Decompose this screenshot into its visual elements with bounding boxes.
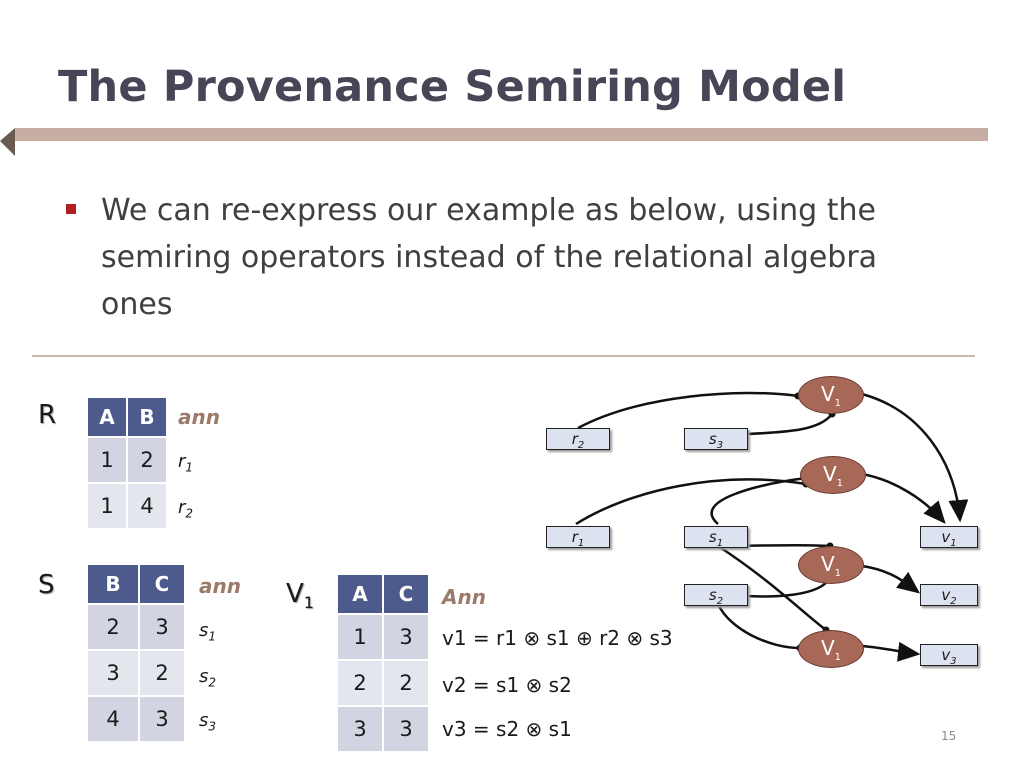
table-row: 1 2	[86, 436, 168, 484]
table-header: C	[382, 573, 430, 615]
slide-title: The Provenance Semiring Model	[58, 62, 847, 112]
edge-r1-to-node2	[575, 478, 807, 526]
graph-node-v1: V1	[798, 376, 864, 414]
relation-r-ann-value: r2	[178, 497, 194, 521]
graph-box-s3: s3	[684, 428, 748, 451]
table-cell: 1	[86, 482, 128, 530]
relation-s-ann-header: ann	[199, 574, 241, 598]
table-header: A	[86, 396, 128, 438]
relation-r-table: A B 1 2 1 4	[86, 396, 168, 530]
table-cell: 2	[382, 659, 430, 707]
table-cell: 4	[126, 482, 168, 530]
graph-box-s1: s1	[684, 526, 748, 549]
provenance-expression: v2 = s1 ⊗ s2	[442, 673, 572, 697]
provenance-expression: v3 = s2 ⊗ s1	[442, 717, 572, 741]
table-cell: 2	[138, 649, 186, 697]
graph-box-v1: v1	[920, 526, 978, 549]
relation-r-ann-header: ann	[178, 405, 220, 429]
table-row: 2 2	[336, 659, 430, 707]
table-cell: 3	[336, 705, 384, 753]
table-row: 3 3	[336, 705, 430, 753]
table-cell: 1	[336, 613, 384, 661]
edge-s2-to-node4	[716, 603, 801, 650]
bullet-square-icon	[66, 204, 76, 214]
edge-node2-to-v1	[861, 472, 946, 524]
edge-s1-to-node4	[717, 544, 827, 631]
edge-node3-to-v2	[861, 564, 920, 594]
edge-node1-to-v1	[861, 392, 969, 523]
relation-s-ann-value: s2	[199, 666, 217, 690]
table-header: C	[138, 563, 186, 605]
section-divider	[32, 355, 975, 357]
table-cell: 3	[86, 649, 140, 697]
relation-s-ann-value: s1	[199, 620, 217, 644]
relation-s-label: S	[38, 570, 55, 600]
graph-box-r1: r1	[546, 526, 610, 549]
bullet-text: We can re-express our example as below, …	[101, 193, 878, 322]
page-number: 15	[941, 729, 957, 743]
edge-s1-to-node2	[710, 476, 807, 525]
edge-node4-to-v3	[861, 641, 921, 662]
graph-box-s2: s2	[684, 584, 748, 607]
graph-box-v3: v3	[920, 644, 978, 667]
relation-r-label: R	[38, 400, 57, 430]
table-header: B	[126, 396, 168, 438]
relation-s-ann-value: s3	[199, 710, 217, 734]
table-row: 4 3	[86, 695, 186, 743]
title-bar-tip	[0, 128, 15, 156]
view-v1-label: V1	[286, 579, 314, 613]
table-header: B	[86, 563, 140, 605]
view-v1-table: A C 1 3 2 2 3 3	[336, 573, 430, 753]
table-cell: 1	[86, 436, 128, 484]
table-header: A	[336, 573, 384, 615]
view-v1-ann-header: Ann	[442, 585, 486, 609]
table-row: 1 3	[336, 613, 430, 661]
graph-box-r2: r2	[546, 428, 610, 451]
table-cell: 2	[336, 659, 384, 707]
table-cell: 2	[86, 603, 140, 651]
table-cell: 2	[126, 436, 168, 484]
table-row: 3 2	[86, 649, 186, 697]
edge-s3-to-node1	[747, 413, 833, 436]
table-cell: 3	[382, 705, 430, 753]
relation-s-table: B C 2 3 3 2 4 3	[86, 563, 186, 743]
graph-node-v1: V1	[798, 546, 864, 584]
edge-r2-to-node1	[577, 391, 799, 430]
graph-node-v1: V1	[798, 630, 864, 668]
graph-node-v1: V1	[800, 456, 866, 494]
table-row: 1 4	[86, 482, 168, 530]
title-underline-bar	[15, 128, 988, 141]
relation-r-ann-value: r1	[178, 451, 194, 475]
table-cell: 4	[86, 695, 140, 743]
table-cell: 3	[382, 613, 430, 661]
table-row: 2 3	[86, 603, 186, 651]
table-cell: 3	[138, 695, 186, 743]
provenance-expression: v1 = r1 ⊗ s1 ⊕ r2 ⊗ s3	[442, 626, 673, 650]
graph-box-v2: v2	[920, 584, 978, 607]
table-cell: 3	[138, 603, 186, 651]
